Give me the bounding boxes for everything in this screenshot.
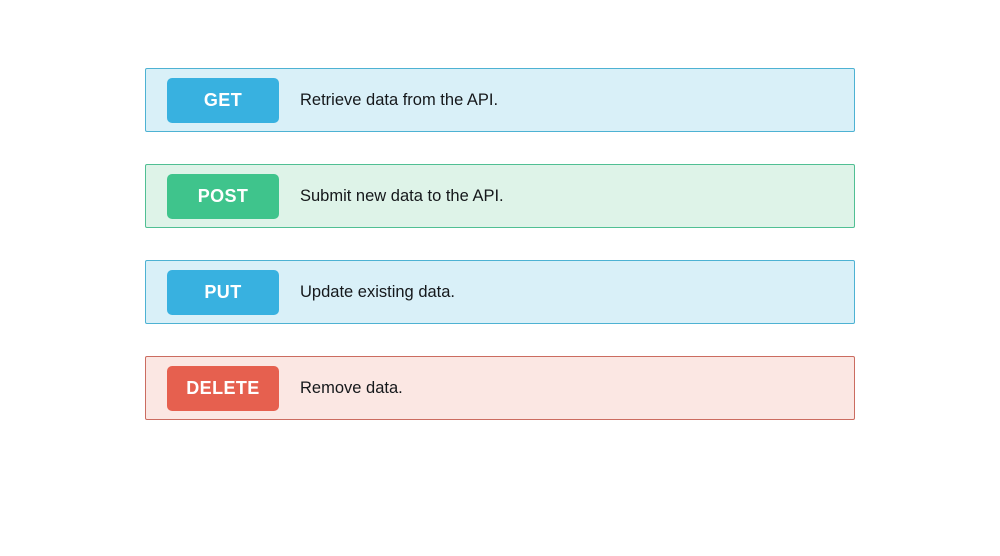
method-badge: POST xyxy=(167,173,279,219)
method-description: Submit new data to the API. xyxy=(300,186,504,205)
method-description: Update existing data. xyxy=(300,282,456,301)
method-row-put[interactable]: PUT Update existing data. xyxy=(145,260,855,324)
method-badge: DELETE xyxy=(167,365,279,411)
method-badge: GET xyxy=(167,77,279,123)
method-row-delete[interactable]: DELETE Remove data. xyxy=(145,356,855,420)
method-description: Retrieve data from the API. xyxy=(300,90,499,109)
method-row-post[interactable]: POST Submit new data to the API. xyxy=(145,164,855,228)
method-badge: PUT xyxy=(167,269,279,315)
method-description: Remove data. xyxy=(300,378,403,397)
method-row-get[interactable]: GET Retrieve data from the API. xyxy=(145,68,855,132)
http-method-list: GET Retrieve data from the API. POST Sub… xyxy=(145,68,855,420)
